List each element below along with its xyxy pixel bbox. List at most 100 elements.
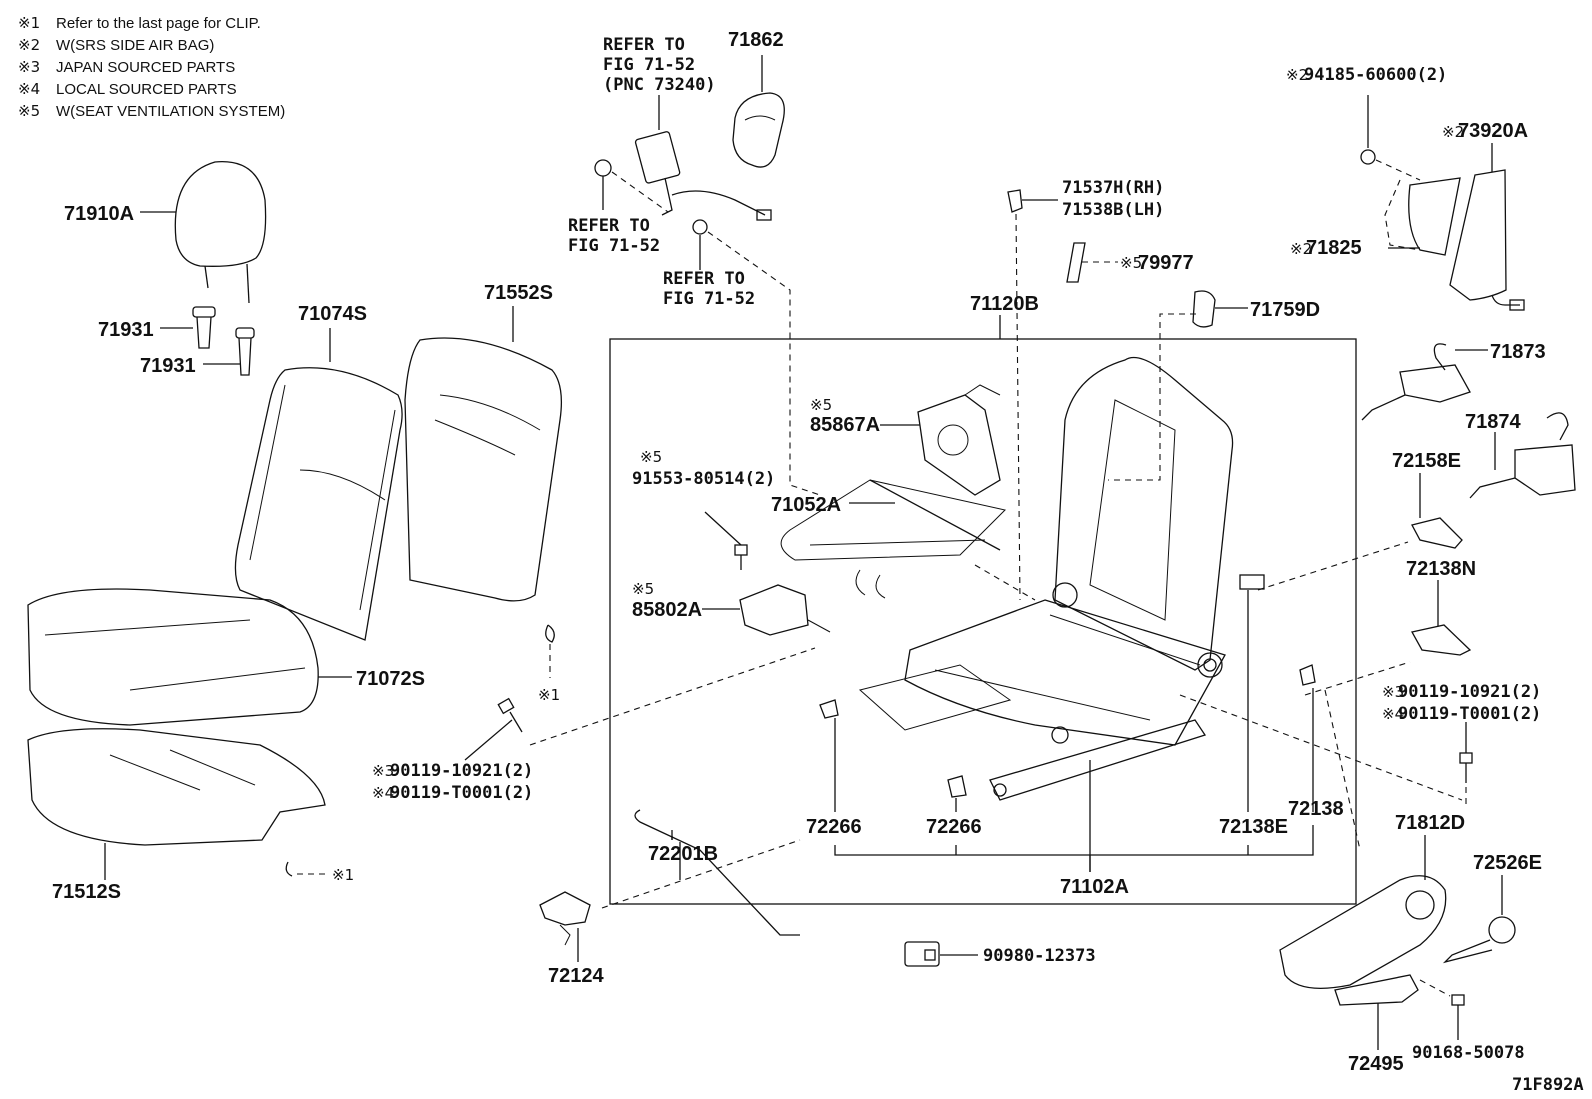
part-90980: 90980-12373 <box>983 946 1096 966</box>
part-85802A: 85802A <box>632 599 702 621</box>
part-72201B: 72201B <box>648 843 718 865</box>
dash-90119-left <box>529 647 816 746</box>
clip-drawing-mid <box>545 624 555 643</box>
screw-91553-drawing <box>734 544 748 570</box>
mark-79977: ※5 <box>1120 254 1142 272</box>
ref-a-line2: FIG 71-52 <box>568 236 660 256</box>
ref-b-line1: REFER TO <box>663 269 745 289</box>
part-79977: 79977 <box>1138 252 1194 274</box>
clip-72138-drawing <box>1299 664 1316 686</box>
part-90119-right-2: 90119-T0001(2) <box>1398 704 1541 724</box>
part-72266-b: 72266 <box>926 816 982 838</box>
part-71072S: 71072S <box>356 668 425 690</box>
cover-72495-drawing <box>1334 974 1419 1006</box>
leader-91553 <box>704 511 742 546</box>
part-71874: 71874 <box>1465 411 1521 433</box>
seat-cushion-cover-drawing <box>27 588 319 726</box>
bracket-72124-drawing <box>539 891 591 946</box>
part-72526E: 72526E <box>1473 852 1542 874</box>
headrest-drawing <box>174 161 267 304</box>
ref-pnc-line2: FIG 71-52 <box>603 55 695 75</box>
part-71759D: 71759D <box>1250 299 1320 321</box>
clip-72266-b-drawing <box>947 775 967 798</box>
ref-a-line1: REFER TO <box>568 216 650 236</box>
part-71102A: 71102A <box>1060 876 1129 898</box>
note-text-1: Refer to the last page for CLIP. <box>56 15 261 32</box>
seat-frame-group-box <box>609 338 1357 905</box>
part-90119-left-2: 90119-T0001(2) <box>390 783 533 803</box>
blower-85802A-drawing <box>739 584 831 636</box>
spring-71052A-drawing <box>780 479 1006 599</box>
part-71910A: 71910A <box>64 203 134 225</box>
part-71074S: 71074S <box>298 303 367 325</box>
harness-cover-drawing <box>732 92 785 168</box>
part-72138: 72138 <box>1288 798 1344 820</box>
wire-72201B-drawing <box>634 809 800 936</box>
part-71825: 71825 <box>1306 237 1362 259</box>
mark-73920A: ※2 <box>1442 123 1464 141</box>
ref-pnc-line1: REFER TO <box>603 35 685 55</box>
bracket-common <box>834 825 1314 856</box>
note-text-4: LOCAL SOURCED PARTS <box>56 81 237 98</box>
part-72138N: 72138N <box>1406 558 1476 580</box>
seat-frame-drawing <box>904 356 1234 746</box>
bracket-71825-drawing <box>1408 177 1461 256</box>
cover-72138N-drawing <box>1411 624 1472 656</box>
part-71512S: 71512S <box>52 881 121 903</box>
part-71538B: 71538B(LH) <box>1062 200 1164 220</box>
dash-ref-b <box>707 231 821 496</box>
part-73920A: 73920A <box>1458 120 1528 142</box>
note-text-5: W(SEAT VENTILATION SYSTEM) <box>56 103 285 120</box>
mark-85802A: ※5 <box>632 580 654 598</box>
dash-71812D <box>1324 689 1361 851</box>
dash-71052A <box>974 564 1036 601</box>
dash-ref-buckle <box>611 171 669 213</box>
mark-clip-mid: ※1 <box>538 686 560 704</box>
part-72495: 72495 <box>1348 1053 1404 1075</box>
side-shield-71812D-drawing <box>1279 875 1447 989</box>
dash-7153x <box>1015 213 1021 601</box>
leader-90119-left <box>464 719 513 761</box>
screw-90168-drawing <box>1451 994 1465 1020</box>
dash-94185 <box>1375 159 1421 181</box>
bolt-right-drawing <box>1459 752 1473 783</box>
note-mark-1: ※1 <box>18 14 40 32</box>
lever-72526E-drawing <box>1442 916 1516 964</box>
note-mark-4: ※4 <box>18 80 40 98</box>
part-79977-drawing <box>1066 242 1086 283</box>
part-72138E: 72138E <box>1219 816 1288 838</box>
figure-code: 71F892A <box>1512 1075 1584 1095</box>
connector-90980-drawing <box>904 941 940 967</box>
part-90119-left-1: 90119-10921(2) <box>390 761 533 781</box>
part-71759D-drawing <box>1192 290 1216 328</box>
seatback-cover-drawing <box>234 367 403 641</box>
mark-91553: ※5 <box>640 448 662 466</box>
mark-90119-right-4: ※4 <box>1382 705 1404 723</box>
dash-72201B <box>601 839 801 909</box>
note-text-3: JAPAN SOURCED PARTS <box>56 59 235 76</box>
note-mark-3: ※3 <box>18 58 40 76</box>
part-71552S: 71552S <box>484 282 553 304</box>
part-71931-b: 71931 <box>140 355 196 377</box>
part-71862: 71862 <box>728 29 784 51</box>
part-71812D: 71812D <box>1395 812 1465 834</box>
ref-pnc-line3: (PNC 73240) <box>603 75 716 95</box>
part-72158E: 72158E <box>1392 450 1461 472</box>
headrest-support-drawing <box>192 306 255 376</box>
cover-72158E-drawing <box>1411 517 1463 549</box>
dash-90168 <box>1419 979 1451 997</box>
airbag-wire-drawing <box>1491 294 1520 306</box>
seat-track-drawing <box>858 664 1207 801</box>
airbag-73920A-drawing <box>1449 169 1507 301</box>
note-mark-2: ※2 <box>18 36 40 54</box>
cover-7153x-drawing <box>1007 189 1023 213</box>
clip-72266-a-drawing <box>819 699 839 719</box>
part-71120B: 71120B <box>970 293 1039 315</box>
notes-legend: ※1 Refer to the last page for CLIP. ※2 W… <box>18 14 285 120</box>
seat-belt-buckle-drawing <box>594 131 772 235</box>
dash-72158E <box>1257 541 1409 591</box>
pad-85867A-drawing <box>917 384 1001 496</box>
mark-71825: ※2 <box>1290 240 1312 258</box>
mark-94185: ※2 <box>1286 66 1308 84</box>
